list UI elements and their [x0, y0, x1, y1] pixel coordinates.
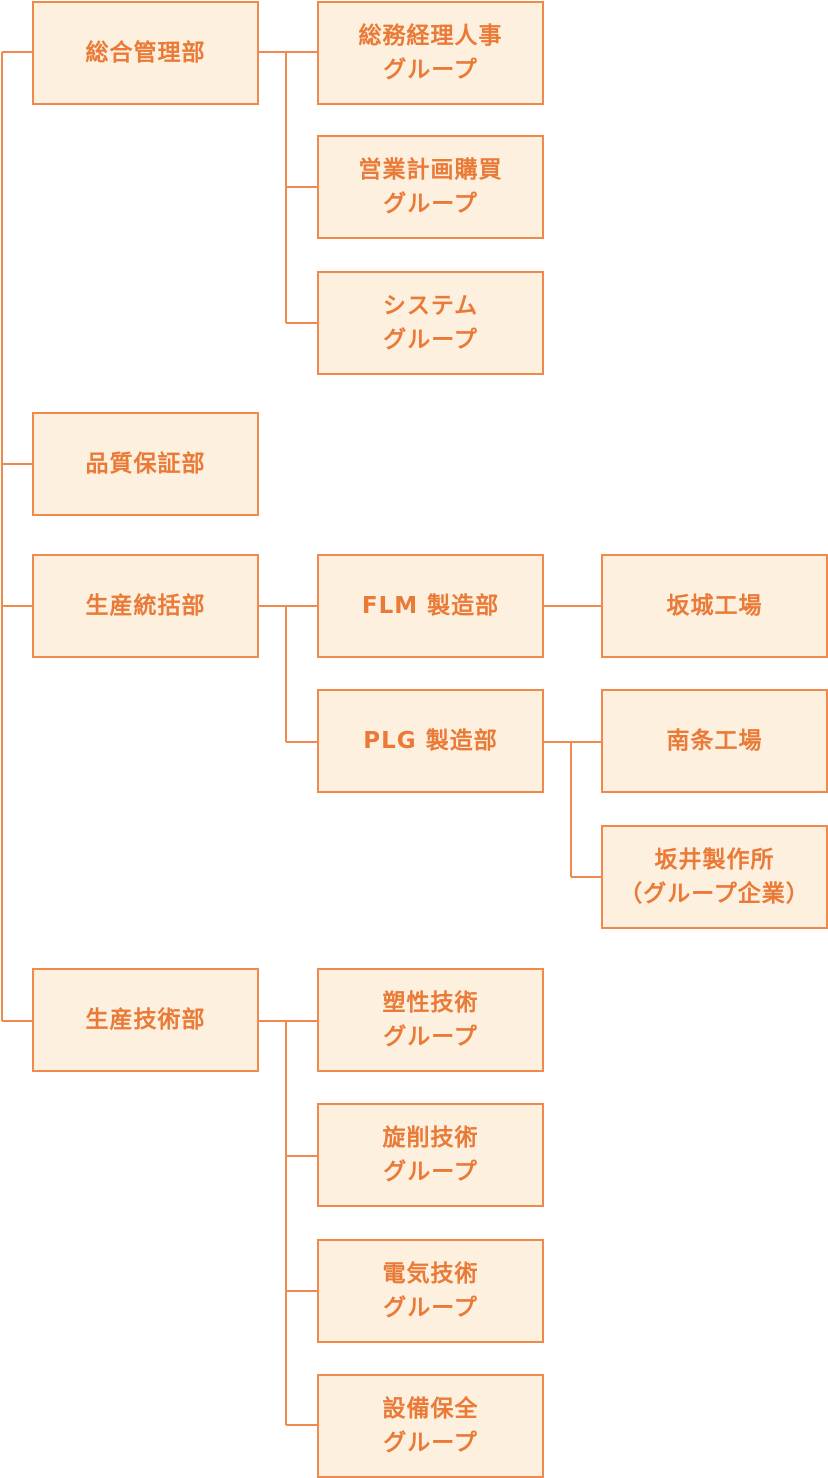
- factory-sakaki: 坂城工場: [601, 554, 828, 658]
- group-electrical: 電気技術 グループ: [317, 1239, 544, 1343]
- factory-sakai: 坂井製作所 （グループ企業）: [601, 825, 828, 929]
- group-admin-hr: 総務経理人事 グループ: [317, 1, 544, 105]
- group-system: システム グループ: [317, 271, 544, 375]
- dept-production-control: 生産統括部: [32, 554, 259, 658]
- dept-quality-assurance: 品質保証部: [32, 412, 259, 516]
- division-flm: FLM 製造部: [317, 554, 544, 658]
- division-plg: PLG 製造部: [317, 689, 544, 793]
- group-maintenance: 設備保全 グループ: [317, 1374, 544, 1478]
- group-molding: 塑性技術 グループ: [317, 968, 544, 1072]
- group-lathe: 旋削技術 グループ: [317, 1103, 544, 1207]
- dept-production-engineering: 生産技術部: [32, 968, 259, 1072]
- dept-general-management: 総合管理部: [32, 1, 259, 105]
- factory-nanjo: 南条工場: [601, 689, 828, 793]
- group-sales-purchasing: 営業計画購買 グループ: [317, 135, 544, 239]
